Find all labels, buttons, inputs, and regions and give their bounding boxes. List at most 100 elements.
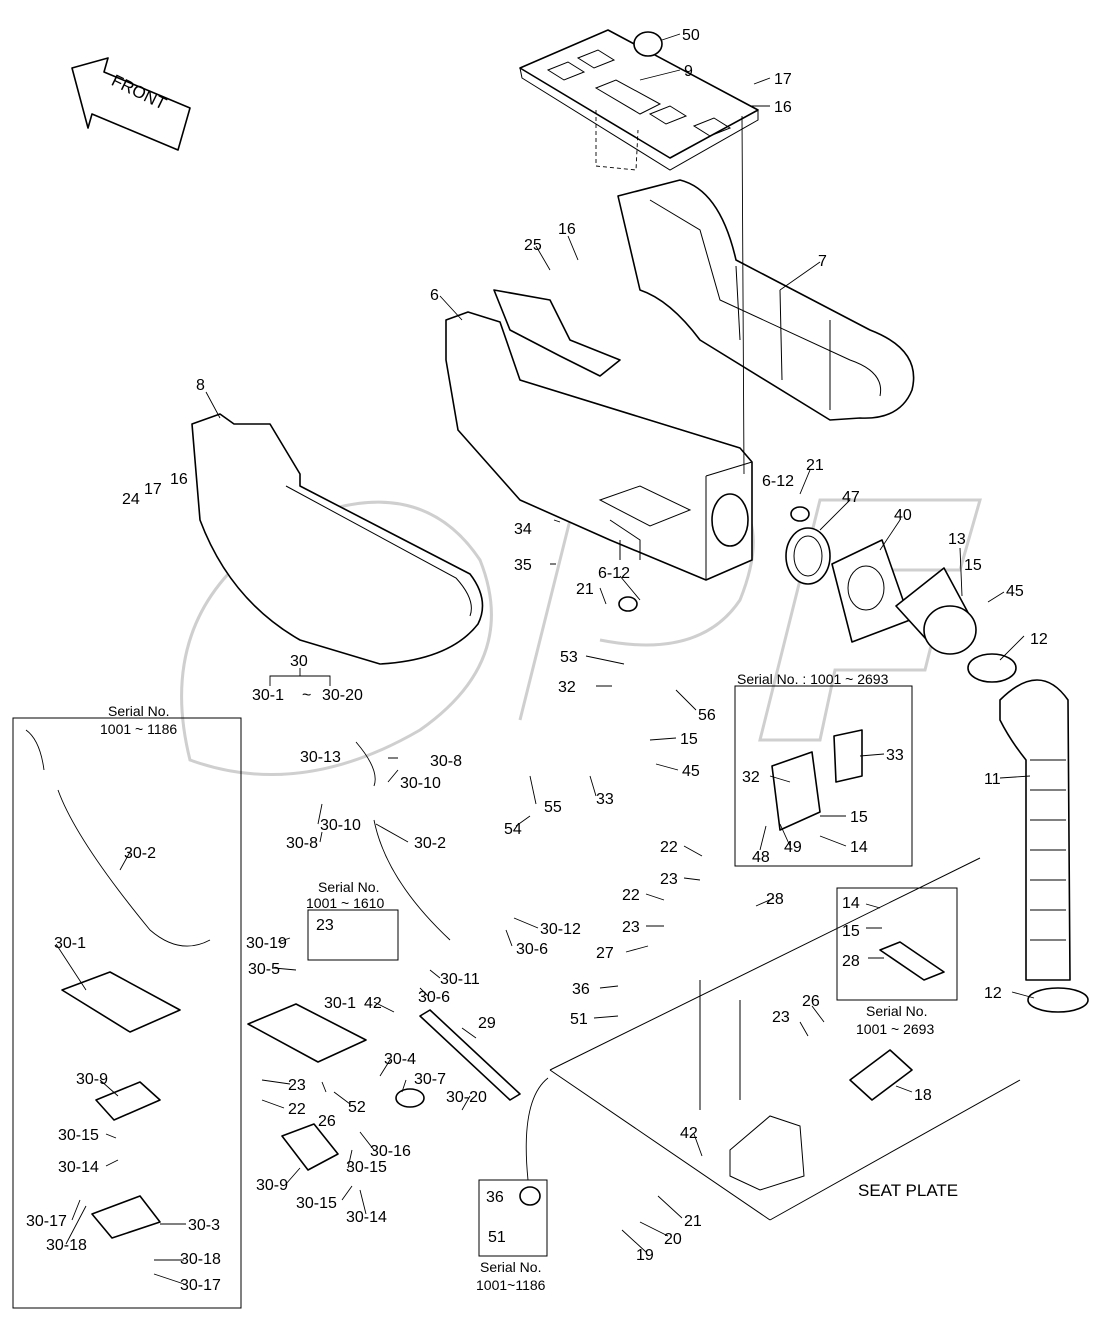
callout-23: 23 — [316, 917, 334, 934]
seat-plate: SEAT PLATE — [549, 857, 1021, 1221]
callout-30-1: 30-1 — [54, 935, 86, 952]
leader-lines — [55, 33, 1035, 1285]
callout-22: 22 — [288, 1101, 306, 1118]
callout-30-10: 30-10 — [400, 775, 441, 792]
callout-8: 8 — [196, 377, 205, 394]
callout-30-15: 30-15 — [296, 1195, 337, 1212]
callout-30-17: 30-17 — [26, 1213, 67, 1230]
callout-25: 25 — [524, 237, 542, 254]
callout-28: 28 — [842, 953, 860, 970]
serial-bottom-range: 1001~1186 — [476, 1277, 546, 1293]
callout-17: 17 — [144, 481, 162, 498]
duct-assembly — [618, 506, 1089, 1013]
callout-30-8: 30-8 — [430, 753, 462, 770]
callout-7: 7 — [818, 253, 827, 270]
callout-26: 26 — [318, 1113, 336, 1130]
callout-30-9: 30-9 — [76, 1071, 108, 1088]
callout-22: 22 — [660, 839, 678, 856]
callout-49: 49 — [784, 839, 802, 856]
serial-switch-title: Serial No. : 1001 ~ 2693 — [737, 671, 889, 687]
callout-15: 15 — [850, 809, 868, 826]
callout-21: 21 — [576, 581, 594, 598]
callout-30-8: 30-8 — [286, 835, 318, 852]
callout-30-13: 30-13 — [300, 749, 341, 766]
callout-30-5: 30-5 — [248, 961, 280, 978]
callout-23: 23 — [288, 1077, 306, 1094]
serial-left-title: Serial No. — [108, 703, 169, 719]
callout-21: 21 — [684, 1213, 702, 1230]
detail-box-switch: Serial No. : 1001 ~ 2693 — [734, 671, 913, 867]
pedal-assembly-center — [247, 741, 521, 1171]
callout-28: 28 — [766, 891, 784, 908]
callout-30-4: 30-4 — [384, 1051, 416, 1068]
part-9-top-cover — [519, 29, 759, 171]
serial-pin-title: Serial No. — [318, 879, 379, 895]
seat-plate-label: SEAT PLATE — [858, 1181, 958, 1200]
callout-19: 19 — [636, 1247, 654, 1264]
callout-35: 35 — [514, 557, 532, 574]
callout-9: 9 — [684, 63, 693, 80]
callout-30-18: 30-18 — [46, 1237, 87, 1254]
detail-box-bracket: Serial No. 1001 ~ 2693 — [836, 887, 958, 1037]
callout-30-17: 30-17 — [180, 1277, 221, 1294]
serial-bracket-range: 1001 ~ 2693 — [856, 1021, 934, 1037]
callout-30-3: 30-3 — [188, 1217, 220, 1234]
callout-45: 45 — [1006, 583, 1024, 600]
assembly-range-start: 30-1 — [252, 687, 284, 704]
callout-53: 53 — [560, 649, 578, 666]
callout-23: 23 — [772, 1009, 790, 1026]
callout-42: 42 — [364, 995, 382, 1012]
callout-33: 33 — [886, 747, 904, 764]
callout-45: 45 — [682, 763, 700, 780]
callout-18: 18 — [914, 1087, 932, 1104]
callout-14: 14 — [850, 839, 868, 856]
callout-51: 51 — [488, 1229, 506, 1246]
assembly-range-sep: ~ — [302, 687, 311, 704]
callout-12: 12 — [1030, 631, 1048, 648]
callout-32: 32 — [742, 769, 760, 786]
callout-29: 29 — [478, 1015, 496, 1032]
callout-30-7: 30-7 — [414, 1071, 446, 1088]
callout-16: 16 — [170, 471, 188, 488]
part-7-side-cover — [617, 179, 915, 421]
callout-6: 6 — [430, 287, 439, 304]
callout-56: 56 — [698, 707, 716, 724]
callout-30-2: 30-2 — [124, 845, 156, 862]
callout-30-2: 30-2 — [414, 835, 446, 852]
part-8-left-cover — [191, 413, 484, 665]
callout-47: 47 — [842, 489, 860, 506]
assembly-30-label: 30 30-1 ~ 30-20 — [252, 653, 363, 704]
callout-23: 23 — [622, 919, 640, 936]
callout-52: 52 — [348, 1099, 366, 1116]
callout-34: 34 — [514, 521, 532, 538]
callout-51: 51 — [570, 1011, 588, 1028]
callout-40: 40 — [894, 507, 912, 524]
callout-24: 24 — [122, 491, 140, 508]
assembly-range-end: 30-20 — [322, 687, 363, 704]
callout-36: 36 — [572, 981, 590, 998]
callout-30-9: 30-9 — [256, 1177, 288, 1194]
callout-16: 16 — [774, 99, 792, 116]
callout-15: 15 — [842, 923, 860, 940]
detail-box-bottom: Serial No. 1001~1186 — [476, 1179, 548, 1293]
serial-bottom-title: Serial No. — [480, 1259, 541, 1275]
serial-left-range: 1001 ~ 1186 — [100, 721, 177, 737]
callout-30-14: 30-14 — [58, 1159, 99, 1176]
callout-16: 16 — [558, 221, 576, 238]
callout-15: 15 — [680, 731, 698, 748]
pedal-assembly-left — [25, 729, 211, 1239]
callout-55: 55 — [544, 799, 562, 816]
callout-30-11: 30-11 — [440, 971, 480, 988]
callout-17: 17 — [774, 71, 792, 88]
callout-12: 12 — [984, 985, 1002, 1002]
detail-box-pin: Serial No. 1001 ~ 1610 — [306, 879, 399, 961]
callout-30-15: 30-15 — [58, 1127, 99, 1144]
callout-labels: 50 9 17 16 7 16 25 6 8 24 17 16 34 35 21… — [26, 27, 1048, 1294]
callout-6-12: 6-12 — [762, 473, 794, 490]
callout-30-6: 30-6 — [418, 989, 450, 1006]
callout-14: 14 — [842, 895, 860, 912]
callout-50: 50 — [682, 27, 700, 44]
callout-30-20: 30-20 — [446, 1089, 487, 1106]
callout-26: 26 — [802, 993, 820, 1010]
callout-30-12: 30-12 — [540, 921, 581, 938]
